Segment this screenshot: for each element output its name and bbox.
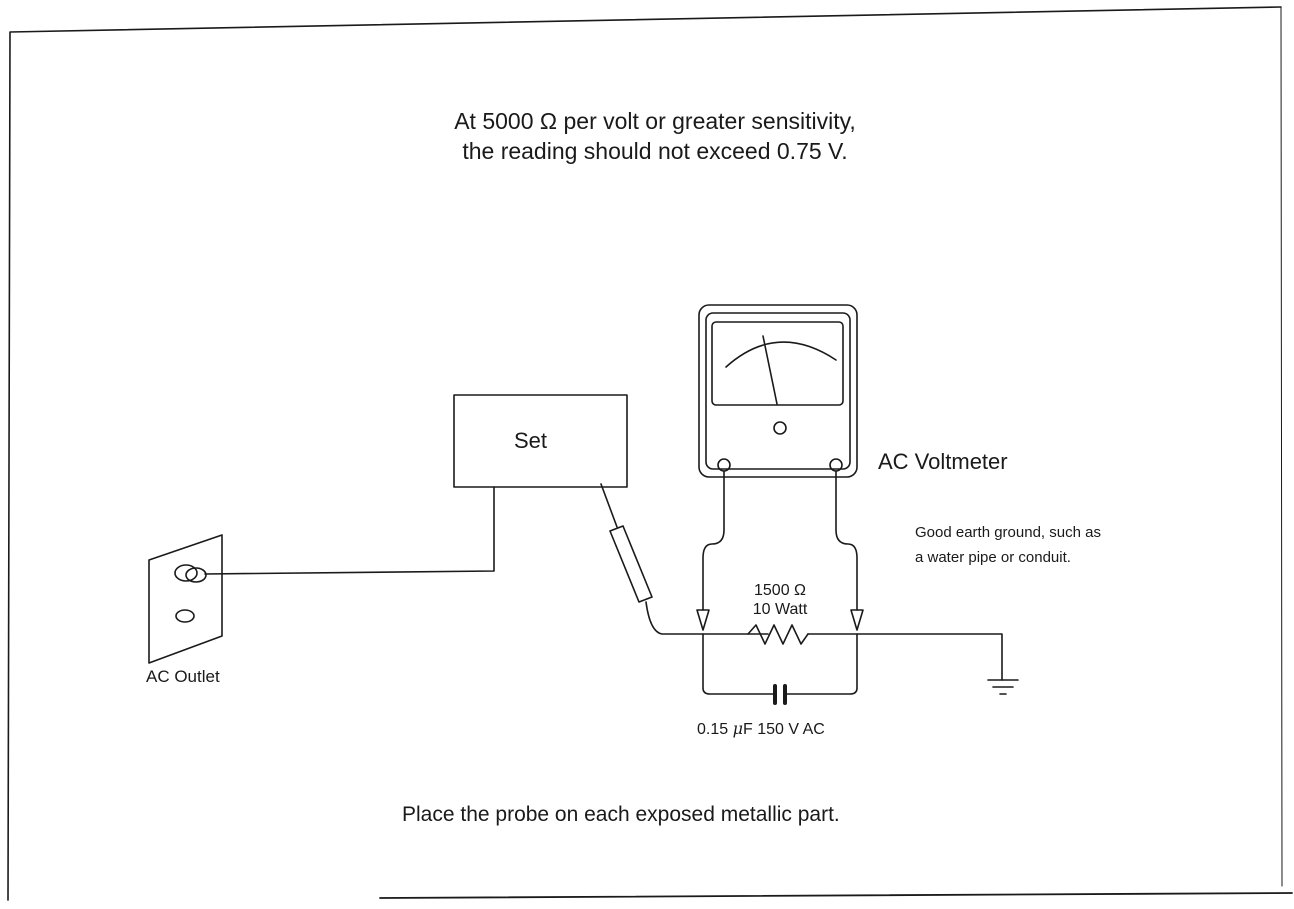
capacitor-value: 0.15 [697,721,729,738]
meter-lead-right [835,470,864,631]
ground-note: Good earth ground, such as a water pipe … [915,520,1101,570]
voltmeter-label: AC Voltmeter [878,449,1008,474]
footer-instruction: Place the probe on each exposed metallic… [402,803,840,826]
ground-note-line-2: a water pipe or conduit. [915,549,1071,566]
ground-note-line-1: Good earth ground, such as [915,524,1101,541]
capacitor-circuit [702,633,858,705]
set-box [453,394,628,488]
capacitor-unit-prefix: μ [732,719,743,738]
probe [600,483,769,635]
ground-icon [987,679,1019,695]
capacitor-label: 0.15 μF 150 V AC [697,719,825,739]
ac-outlet [148,534,223,664]
ac-voltmeter [698,304,858,478]
ground-wire [807,633,1003,681]
header-line-2: the reading should not exceed 0.75 V. [462,138,848,164]
page-frame [7,6,1293,901]
resistor-label: 1500 Ω 10 Watt [740,581,820,619]
capacitor-rating: F 150 V AC [743,721,825,738]
outlet-label: AC Outlet [146,667,220,686]
meter-lead-left [696,470,725,631]
header-line-1: At 5000 Ω per volt or greater sensitivit… [454,108,856,134]
header-note: At 5000 Ω per volt or greater sensitivit… [360,106,950,166]
set-label: Set [514,428,548,453]
resistor [747,624,809,645]
power-cord [204,486,495,575]
resistor-value: 1500 Ω [754,582,806,599]
resistor-power: 10 Watt [752,601,808,618]
